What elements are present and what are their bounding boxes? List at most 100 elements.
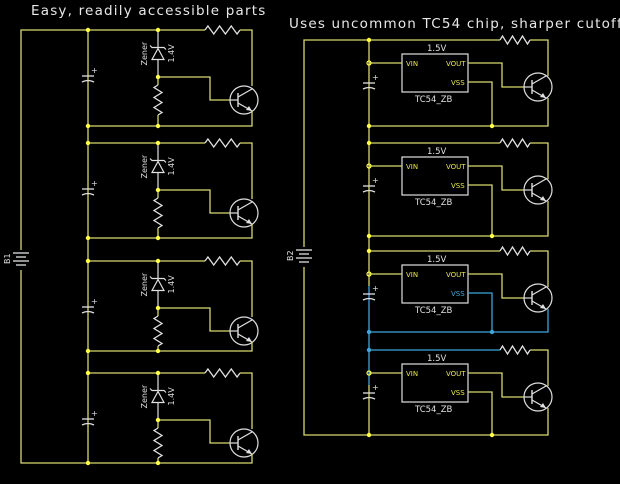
junction-dot — [489, 123, 495, 129]
npn-transistor-icon — [229, 85, 259, 115]
base-wire — [158, 189, 230, 214]
junction-dot — [155, 123, 161, 129]
capacitor-plate-curved — [362, 86, 376, 90]
junction-dot — [155, 460, 161, 466]
npn-transistor-icon — [229, 316, 259, 346]
zener-cathode-bar — [149, 45, 167, 50]
transistor-emitter-arrow — [540, 304, 546, 309]
npn-transistor-icon — [523, 382, 553, 412]
capacitor-plus-sign: + — [91, 179, 98, 188]
junction-dot — [155, 348, 161, 354]
pin-label-vin: VIN — [406, 370, 418, 378]
resistor-icon — [152, 84, 164, 116]
chip-voltage-label: 1.5V — [427, 255, 447, 265]
chip-voltage-label: 1.5V — [427, 354, 447, 364]
bottom-rail — [369, 408, 549, 436]
junction-dot — [155, 305, 161, 311]
transistor-emitter-arrow — [540, 403, 546, 408]
npn-transistor-icon — [229, 198, 259, 228]
collector-wire — [240, 142, 253, 199]
chip-name-label: TC54_ZB — [414, 306, 453, 316]
battery-label: B1 — [3, 253, 12, 264]
capacitor-plus-sign: + — [372, 176, 379, 185]
junction-dot — [155, 370, 161, 376]
chip-voltage-label: 1.5V — [427, 44, 447, 54]
chip-body — [401, 53, 469, 93]
vss-wire — [468, 184, 493, 236]
pin-label-vss: VSS — [451, 389, 465, 397]
transistor-emitter-arrow — [246, 106, 252, 111]
vss-wire — [468, 391, 493, 435]
junction-dot — [85, 348, 91, 354]
pin-label-vin: VIN — [406, 271, 418, 279]
transistor-emitter-arrow — [246, 337, 252, 342]
base-wire — [158, 76, 230, 101]
pin-label-vin: VIN — [406, 60, 418, 68]
resistor-icon — [499, 34, 531, 46]
transistor-collector — [237, 431, 253, 441]
zener-cathode-bar — [149, 158, 167, 163]
npn-transistor-icon — [229, 428, 259, 458]
collector-wire — [530, 349, 549, 386]
battery-rail — [20, 29, 88, 464]
terminal-dot — [366, 163, 372, 169]
npn-transistor-icon — [523, 283, 553, 313]
junction-dot — [366, 329, 372, 335]
collector-wire — [530, 250, 549, 287]
npn-transistor-icon — [523, 175, 553, 205]
capacitor-plus-sign: + — [372, 73, 379, 82]
right-circuit-title: Uses uncommon TC54 chip, sharper cutoff — [289, 16, 620, 32]
junction-dot — [489, 329, 495, 335]
collector-wire — [530, 39, 549, 76]
capacitor-icon: + — [362, 383, 379, 400]
pin-label-vout: VOUT — [446, 163, 466, 171]
vout-base-wire — [468, 62, 524, 88]
battery-icon: B1 — [3, 250, 30, 270]
junction-dot — [85, 123, 91, 129]
battery-label: B2 — [286, 250, 295, 261]
base-wire — [158, 307, 230, 332]
bottom-rail — [369, 309, 549, 333]
zener-label: Zener — [140, 154, 149, 178]
zener-cathode-bar — [149, 276, 167, 281]
junction-dot — [155, 74, 161, 80]
chip-name-label: TC54_ZB — [414, 198, 453, 208]
pin-label-vout: VOUT — [446, 60, 466, 68]
transistor-collector — [237, 319, 253, 329]
terminal-dot — [366, 60, 372, 66]
transistor-collector — [237, 88, 253, 98]
capacitor-icon: + — [81, 297, 98, 314]
resistor-icon — [499, 245, 531, 257]
capacitor-plate-curved — [81, 310, 95, 314]
bottom-rail — [88, 224, 253, 239]
resistor-icon — [204, 24, 241, 36]
junction-dot — [155, 187, 161, 193]
vss-wire — [468, 81, 493, 126]
terminal-dot — [366, 370, 372, 376]
base-wire — [158, 419, 230, 444]
bottom-rail — [369, 201, 549, 237]
junction-dot — [85, 140, 91, 146]
zener-diode-icon: Zener 1.4V — [140, 143, 176, 190]
junction-dot — [366, 347, 372, 353]
collector-wire — [240, 372, 253, 429]
junction-dot — [366, 233, 372, 239]
zener-voltage-label: 1.4V — [167, 157, 176, 176]
capacitor-icon: + — [81, 66, 98, 83]
zener-cathode-bar — [149, 388, 167, 393]
capacitor-icon: + — [362, 73, 379, 90]
junction-dot — [489, 432, 495, 438]
capacitor-plus-sign: + — [91, 409, 98, 418]
bottom-rail — [88, 111, 253, 127]
capacitor-plate-curved — [81, 79, 95, 83]
transistor-collector — [531, 286, 547, 296]
junction-dot — [366, 140, 372, 146]
